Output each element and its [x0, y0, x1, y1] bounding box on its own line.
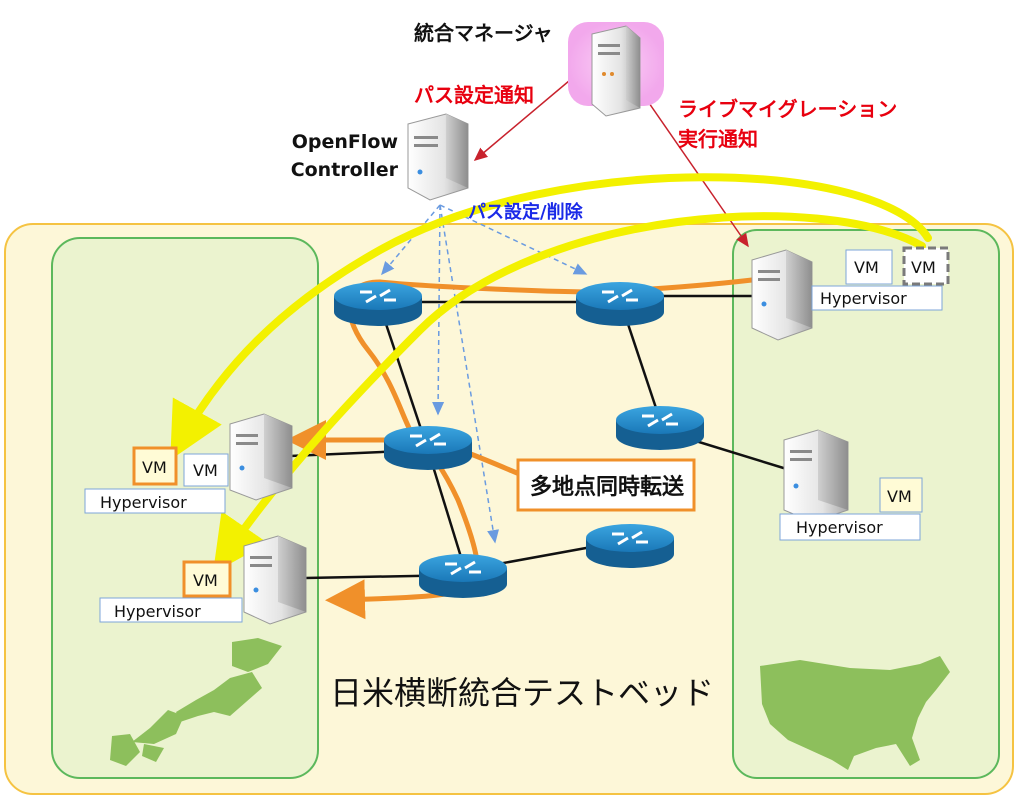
japan-map-icon: [110, 638, 282, 766]
us-vm-existing-1-label: VM: [854, 258, 879, 277]
path-notify-arrow: [473, 69, 583, 161]
path-set-delete-label: パス設定/削除: [468, 201, 584, 223]
japan-hypervisor-2: [99, 597, 243, 623]
manager-label: 統合マネージャ: [414, 21, 553, 45]
japan-vm-target-1[interactable]: [132, 446, 178, 486]
openflow-controller-server[interactable]: [407, 113, 469, 201]
japan-hypervisor-2-label: Hypervisor: [114, 602, 201, 621]
manager-server[interactable]: [568, 22, 664, 117]
us-hypervisor-1: [811, 285, 943, 311]
migration-notify-label-line2: 実行通知: [678, 127, 758, 151]
controller-label-line2: Controller: [291, 159, 399, 181]
japan-server-2[interactable]: [243, 535, 307, 625]
us-hypervisor-2: [779, 513, 921, 541]
us-vm-existing-2[interactable]: [879, 477, 923, 513]
japan-server-1[interactable]: [229, 413, 293, 501]
japan-vm-existing-1-label: VM: [193, 461, 218, 480]
us-vm-migrating-label: VM: [911, 258, 936, 277]
us-vm-existing-1[interactable]: [845, 249, 893, 285]
japan-hypervisor-1: [84, 488, 226, 514]
migration-notify-label-line1: ライブマイグレーション: [678, 97, 897, 121]
us-hypervisor-2-label: Hypervisor: [796, 518, 883, 537]
router-6[interactable]: [586, 524, 674, 568]
japan-hypervisor-1-label: Hypervisor: [100, 493, 187, 512]
testbed-label: 日米横断統合テストベッド: [330, 674, 714, 712]
router-group: [334, 282, 704, 598]
path-setting-arrows: [381, 204, 588, 544]
router-1[interactable]: [334, 282, 422, 326]
us-hypervisor-1-label: Hypervisor: [820, 289, 907, 308]
us-vm-migrating[interactable]: [902, 246, 950, 286]
router-4[interactable]: [616, 406, 704, 450]
controller-label-line1: OpenFlow: [292, 131, 398, 153]
us-server-1[interactable]: [751, 249, 813, 341]
router-2[interactable]: [576, 282, 664, 326]
us-vm-existing-2-label: VM: [887, 487, 912, 506]
multipoint-label-box: [516, 458, 696, 512]
path-notify-label: パス設定通知: [414, 83, 534, 107]
japan-vm-target-2[interactable]: [182, 560, 232, 598]
japan-vm-target-1-label: VM: [142, 458, 167, 477]
router-5[interactable]: [419, 554, 507, 598]
japan-vm-target-2-label: VM: [193, 571, 218, 590]
japan-vm-existing-1[interactable]: [183, 453, 229, 487]
router-3[interactable]: [384, 426, 472, 470]
us-server-2[interactable]: [783, 429, 849, 523]
multipoint-label: 多地点同時転送: [530, 474, 684, 500]
us-map-icon: [760, 656, 950, 770]
